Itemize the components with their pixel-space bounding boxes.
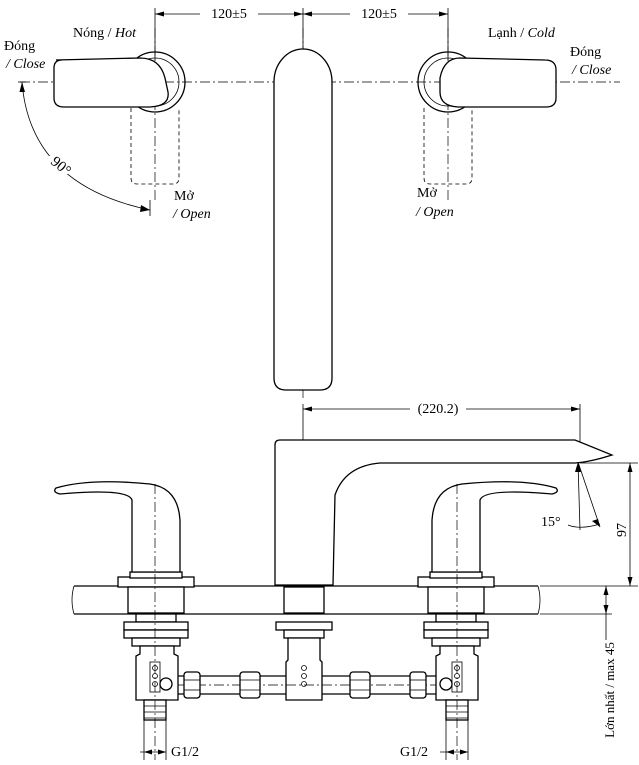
- cold-label: Lạnh / Cold: [488, 26, 556, 41]
- spout-side: [274, 439, 614, 586]
- top-view: 120±5 120±5: [4, 4, 620, 400]
- close-left-en: / Close: [5, 57, 45, 72]
- connecting-pipes: [178, 671, 436, 699]
- close-right-vi: Đóng: [570, 45, 601, 60]
- cold-handle-side: [417, 481, 558, 588]
- dim-right-text: 120±5: [361, 7, 397, 22]
- spout-angle: 15°: [541, 461, 601, 531]
- close-left-vi: Đóng: [4, 39, 35, 54]
- hot-label: Nóng / Hot: [73, 26, 137, 41]
- open-right-en: / Open: [415, 205, 454, 220]
- thread-left-text: G1/2: [171, 745, 199, 760]
- thread-right-text: G1/2: [400, 745, 428, 760]
- spout-length-text: (220.2): [418, 402, 459, 417]
- hot-handle-top: [53, 51, 186, 185]
- close-right-en: / Close: [571, 63, 611, 78]
- height-text: 97: [615, 523, 630, 537]
- cold-handle-top: [417, 51, 557, 185]
- hot-handle-side: [54, 481, 195, 588]
- spout-shank: [275, 586, 333, 701]
- hot-valve-body: [123, 586, 189, 760]
- top-dimension: 120±5 120±5: [154, 4, 449, 60]
- max-thickness-text: Lớn nhất / max 45: [602, 642, 617, 738]
- deck-thickness-dimension: Lớn nhất / max 45: [540, 586, 617, 738]
- open-left-vi: Mở: [174, 189, 194, 204]
- spout-top: [273, 48, 333, 391]
- side-view: (220.2) 1: [54, 400, 638, 760]
- dim-left-text: 120±5: [211, 7, 247, 22]
- spout-length-dimension: (220.2): [302, 400, 581, 462]
- spout-angle-text: 15°: [541, 515, 561, 530]
- height-dimension: 97: [540, 462, 638, 587]
- open-right-vi: Mở: [417, 186, 437, 201]
- cold-valve-body: [423, 586, 489, 760]
- open-left-en: / Open: [172, 207, 211, 222]
